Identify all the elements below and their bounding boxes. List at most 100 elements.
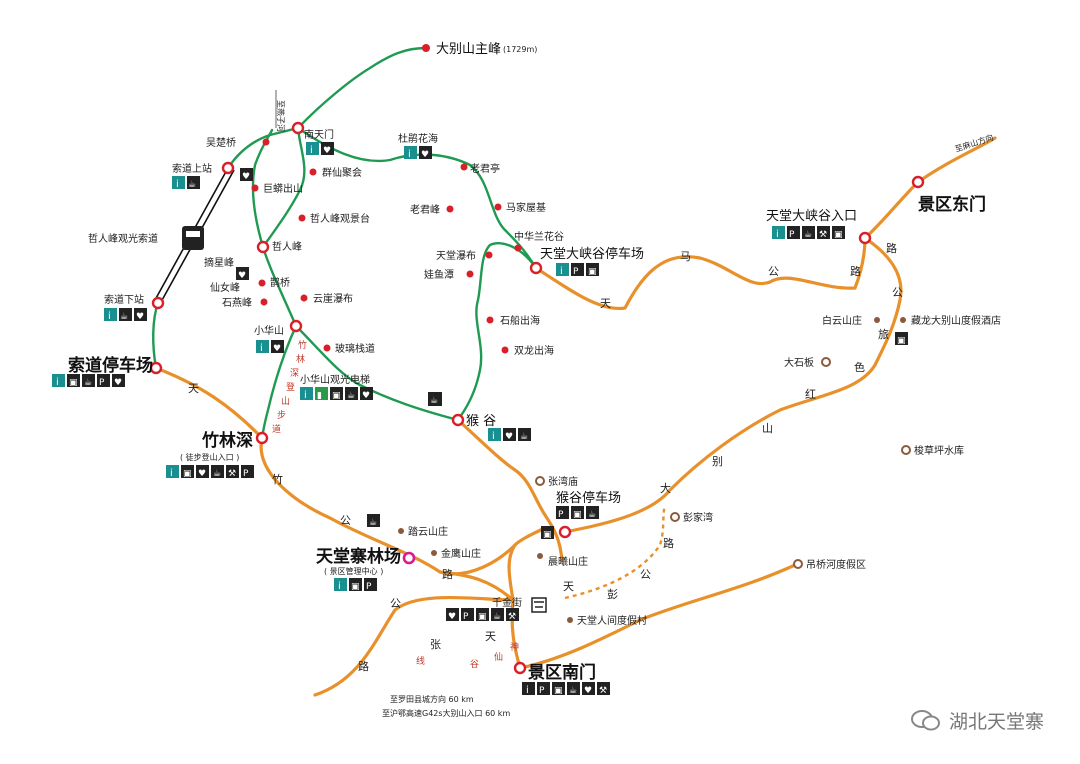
svg-text:▣: ▣ bbox=[543, 530, 552, 540]
svg-text:天: 天 bbox=[563, 580, 574, 593]
road-forest-farm bbox=[438, 570, 515, 602]
svg-text:竹: 竹 bbox=[272, 472, 283, 486]
svg-text:P: P bbox=[99, 378, 105, 388]
svg-text:踏云山庄: 踏云山庄 bbox=[408, 525, 448, 538]
facility-row-ropeway-top-2: ♥ bbox=[240, 168, 253, 182]
scenic-point[interactable]: 天堂瀑布 bbox=[436, 250, 493, 262]
lodging-point[interactable]: 金鹰山庄 bbox=[431, 547, 481, 560]
lodging-point[interactable]: 大石板 bbox=[784, 356, 831, 369]
svg-text:红: 红 bbox=[805, 388, 816, 401]
facility-gate-pavilion bbox=[531, 597, 547, 613]
lodging-point[interactable]: 梭草坪水库 bbox=[901, 444, 964, 457]
lodging-point[interactable]: 吊桥河度假区 bbox=[793, 558, 866, 571]
trail-ropeway-down bbox=[152, 301, 160, 370]
svg-text:i: i bbox=[492, 431, 495, 442]
svg-text:色: 色 bbox=[854, 360, 865, 374]
svg-text:天: 天 bbox=[485, 630, 496, 643]
facility-row-ropeway-parking: i ▣ ☕ P ♥ bbox=[52, 374, 125, 388]
forest-farm-marker[interactable] bbox=[402, 551, 416, 565]
top-connector-label: 至燕子河 bbox=[276, 100, 286, 132]
svg-text:玻璃栈道: 玻璃栈道 bbox=[335, 342, 375, 355]
svg-text:藏龙大别山度假酒店: 藏龙大别山度假酒店 bbox=[911, 314, 1001, 327]
trail-glass bbox=[294, 324, 460, 422]
svg-text:P: P bbox=[366, 582, 372, 592]
zhulinshen-marker bbox=[255, 431, 269, 445]
scenic-point[interactable]: 群仙聚会 bbox=[309, 166, 363, 179]
lodging-point[interactable]: 白云山庄 bbox=[822, 314, 880, 327]
scenic-point[interactable]: 娃鱼潭 bbox=[424, 268, 474, 281]
lodging-point[interactable]: 张湾庙 bbox=[535, 475, 578, 488]
svg-text:P: P bbox=[573, 267, 579, 277]
lodging-point[interactable]: 藏龙大别山度假酒店 bbox=[900, 314, 1001, 327]
svg-text:路: 路 bbox=[442, 568, 453, 581]
svg-text:天堂人间度假村: 天堂人间度假村 bbox=[577, 614, 647, 627]
lodging-point[interactable]: 踏云山庄 bbox=[398, 525, 448, 538]
scenic-point[interactable]: 马家屋基 bbox=[494, 201, 547, 214]
svg-text:晨曦山庄: 晨曦山庄 bbox=[548, 555, 588, 568]
svg-text:路: 路 bbox=[850, 265, 861, 278]
svg-text:老君峰: 老君峰 bbox=[410, 203, 440, 216]
svg-text:谷: 谷 bbox=[470, 659, 479, 670]
svg-text:山: 山 bbox=[281, 396, 290, 407]
east-gate-label: 景区东门 bbox=[918, 194, 986, 215]
svg-text:▣: ▣ bbox=[588, 267, 597, 277]
hub-markers[interactable] bbox=[149, 121, 925, 675]
lodging-point[interactable]: 彭家湾 bbox=[670, 511, 713, 524]
scenic-point[interactable]: 哲人峰观景台 bbox=[298, 212, 371, 225]
scenic-point[interactable]: 双龙出海 bbox=[501, 344, 555, 357]
svg-text:石燕峰: 石燕峰 bbox=[222, 297, 252, 309]
road-east-down bbox=[563, 236, 903, 534]
hougu-parking-marker bbox=[558, 525, 572, 539]
scenic-point[interactable]: 巨蟒出山 bbox=[251, 182, 304, 195]
scenic-point[interactable]: 吴楚桥 bbox=[206, 136, 270, 149]
forest-farm-note: ( 景区管理中心 ) bbox=[324, 566, 383, 576]
scenic-point[interactable]: 老君峰 bbox=[410, 203, 454, 216]
svg-text:仙女峰: 仙女峰 bbox=[210, 281, 240, 294]
scenic-point[interactable]: 中华兰花谷 bbox=[514, 230, 564, 252]
svg-text:☕: ☕ bbox=[804, 230, 812, 240]
svg-text:彭家湾: 彭家湾 bbox=[683, 511, 713, 524]
svg-text:☕: ☕ bbox=[84, 378, 92, 388]
east-gate-marker bbox=[911, 175, 925, 189]
nantianmen-marker bbox=[291, 121, 305, 135]
svg-text:巨蟒出山: 巨蟒出山 bbox=[263, 182, 303, 195]
peak-marker[interactable] bbox=[422, 44, 430, 52]
svg-text:☕: ☕ bbox=[369, 518, 377, 528]
canyon-gate-label: 天堂大峡谷入口 bbox=[766, 209, 857, 224]
scenic-point[interactable]: 云崖瀑布 bbox=[300, 293, 354, 305]
svg-text:♥: ♥ bbox=[448, 612, 456, 622]
svg-text:竹: 竹 bbox=[298, 339, 307, 351]
svg-text:▣: ▣ bbox=[351, 582, 360, 592]
svg-text:♥: ♥ bbox=[136, 312, 144, 322]
zhulinshen-note: ( 徒步登山入口 ) bbox=[180, 452, 239, 462]
svg-text:i: i bbox=[526, 685, 529, 696]
svg-text:吴楚桥: 吴楚桥 bbox=[206, 136, 236, 149]
elevator-label: 小华山观光电梯 bbox=[300, 373, 370, 386]
svg-text:大石板: 大石板 bbox=[784, 356, 814, 369]
lodging-point[interactable]: 天堂人间度假村 bbox=[567, 614, 647, 627]
canyon-parking-label: 天堂大峡谷停车场 bbox=[540, 246, 644, 262]
road-labels: 天 马 公 路 路 公 旅 色 红 山 别 大 天 竹 公 路 公 路 张 天 … bbox=[188, 132, 995, 673]
svg-text:石船出海: 石船出海 bbox=[500, 314, 540, 327]
svg-text:P: P bbox=[463, 612, 469, 622]
qianjinjie-label: 千金街 bbox=[492, 596, 522, 609]
scenic-point[interactable]: 老君亭 bbox=[460, 162, 501, 175]
ropeway-bottom-marker bbox=[151, 296, 165, 310]
svg-text:☕: ☕ bbox=[347, 391, 355, 401]
svg-text:路: 路 bbox=[663, 537, 674, 550]
lodging-point[interactable]: 晨曦山庄 bbox=[537, 553, 588, 568]
svg-text:天: 天 bbox=[188, 382, 199, 395]
scenic-point[interactable]: 鹊桥 bbox=[258, 276, 291, 289]
scenic-point[interactable]: 玻璃栈道 bbox=[323, 342, 376, 355]
svg-text:神: 神 bbox=[510, 641, 519, 653]
svg-text:♥: ♥ bbox=[238, 271, 246, 281]
svg-text:天堂瀑布: 天堂瀑布 bbox=[436, 250, 476, 262]
facility-row-dujuan: i ♥ bbox=[404, 146, 432, 160]
scenic-point: 摘星峰 bbox=[204, 256, 234, 269]
trail-zhulinshen bbox=[260, 324, 298, 440]
scenic-point[interactable]: 石船出海 bbox=[486, 314, 541, 327]
svg-text:张湾庙: 张湾庙 bbox=[548, 475, 578, 488]
svg-text:☕: ☕ bbox=[213, 469, 221, 479]
scenic-point[interactable]: 石燕峰 bbox=[222, 297, 268, 309]
facility-row-hougu-parking: P ▣ ☕ bbox=[556, 506, 599, 520]
